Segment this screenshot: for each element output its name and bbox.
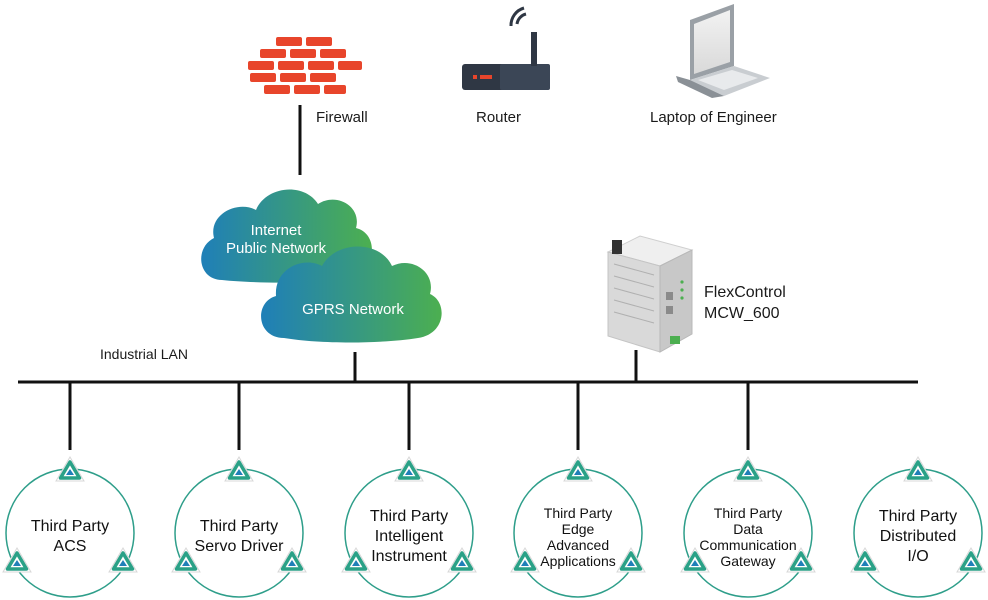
node-label-line: Third Party: [30, 518, 110, 535]
node-label-line: I/O: [907, 548, 929, 565]
node-label-line: Applications: [540, 553, 616, 569]
firewall-icon: [248, 37, 362, 94]
node-label-line: Third Party: [543, 505, 613, 521]
node-label-line: Distributed: [879, 528, 957, 545]
node-label-line: Third Party: [713, 505, 783, 521]
laptop-icon: [676, 4, 770, 98]
node-label-line: Intelligent: [374, 528, 444, 545]
nodes-layer: [1, 382, 987, 598]
router-label: Router: [476, 109, 522, 126]
controller-label-line1: FlexControl: [704, 284, 786, 301]
node-label-line: Third Party: [878, 508, 958, 525]
router-icon: [462, 6, 550, 90]
node-label-line: Advanced: [546, 537, 610, 553]
node-label-line: Third Party: [369, 508, 449, 525]
firewall-label: Firewall: [316, 109, 368, 126]
node-label-line: ACS: [53, 538, 87, 555]
controller-label-line2: MCW_600: [704, 305, 780, 322]
node-label-line: Data: [733, 521, 763, 537]
node-label-line: Servo Driver: [194, 538, 284, 555]
gprs-cloud-label: GPRS Network: [302, 301, 404, 318]
laptop-label: Laptop of Engineer: [650, 109, 777, 126]
node-label-line: Instrument: [371, 548, 447, 565]
flexcontrol-device-icon: [606, 235, 694, 353]
node-label-line: Third Party: [199, 518, 279, 535]
internet-cloud-line2: Public Network: [225, 240, 327, 257]
node-label-line: Communication: [699, 537, 797, 553]
lan-label: Industrial LAN: [100, 346, 188, 362]
gprs-cloud: [261, 246, 442, 343]
node-label-line: Gateway: [720, 553, 776, 569]
node-label-line: Edge: [561, 521, 595, 537]
internet-cloud-line1: Internet: [250, 222, 302, 239]
